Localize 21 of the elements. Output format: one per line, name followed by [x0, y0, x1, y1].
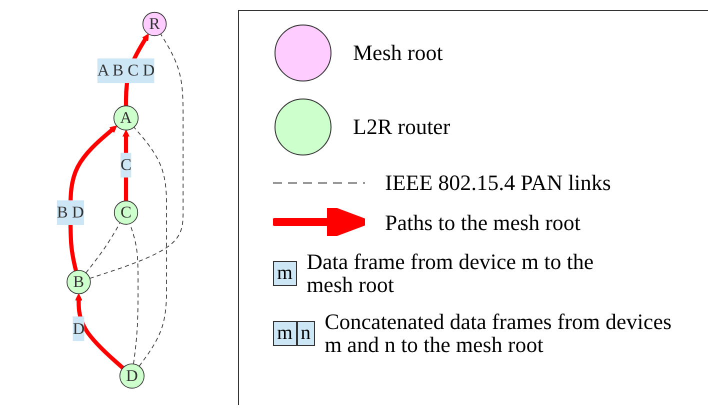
frame-sample: n: [296, 320, 315, 346]
legend-text: L2R router: [353, 115, 450, 139]
edge-label: A B C D: [97, 62, 155, 80]
node-circle: C: [114, 200, 138, 225]
connector: [86, 222, 121, 274]
node-circle: B: [66, 270, 91, 294]
edge-label: D: [72, 320, 85, 338]
arrow: [75, 293, 124, 370]
node-circle: A: [113, 105, 139, 131]
legend-text: Concatenated data frames from devices m and n to the mesh root: [324, 310, 673, 356]
legend-text: Data frame from device m to the mesh root: [306, 250, 595, 296]
legend-text: Paths to the mesh root: [385, 210, 581, 234]
edge-label: B D: [56, 204, 84, 222]
edge-label: C: [120, 156, 132, 174]
legend-text: IEEE 802.15.4 PAN links: [385, 171, 611, 194]
frame-sample: m: [273, 260, 297, 286]
frame-sample: m: [273, 320, 297, 346]
legend-text: Mesh root: [353, 41, 443, 65]
connector: [134, 126, 167, 367]
node-circle: D: [119, 363, 145, 389]
node-circle: R: [142, 12, 167, 36]
